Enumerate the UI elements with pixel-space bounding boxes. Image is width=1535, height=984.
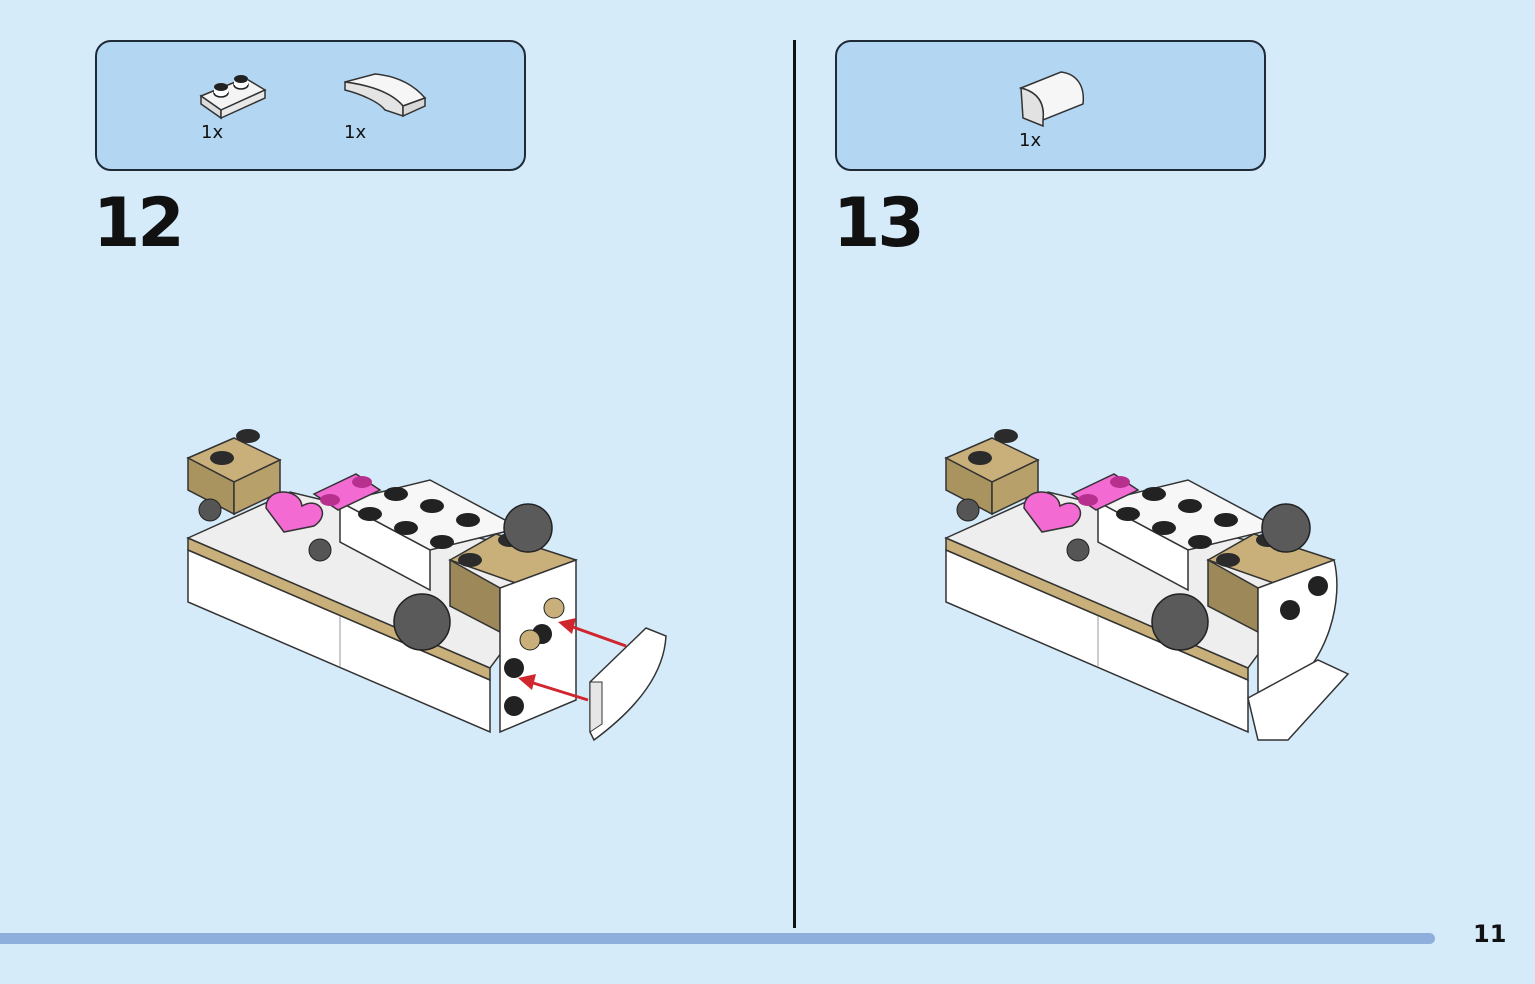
parts-box-step-12: 1x 1x — [95, 40, 526, 171]
step-number: 13 — [833, 184, 925, 263]
parts-box-step-13: 1x — [835, 40, 1266, 171]
plate-1x2-white-icon — [199, 75, 267, 120]
part-qty: 1x — [201, 122, 224, 143]
step-divider — [793, 40, 796, 928]
curved-slope-white-icon — [1018, 71, 1085, 128]
build-step-12-illustration — [186, 429, 667, 742]
progress-bar — [0, 933, 1435, 944]
page-number: 11 — [1473, 920, 1507, 948]
part-qty: 1x — [344, 122, 367, 143]
part-qty: 1x — [1019, 130, 1042, 151]
build-step-13-illustration — [944, 429, 1350, 741]
curved-slope-white-icon — [344, 73, 427, 118]
step-number: 12 — [93, 184, 185, 263]
